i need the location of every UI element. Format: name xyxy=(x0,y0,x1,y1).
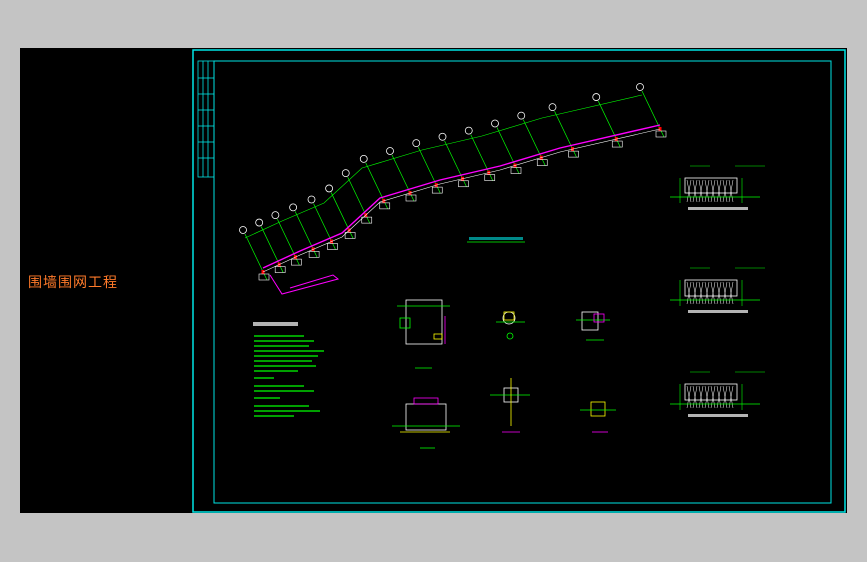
post-footing xyxy=(327,243,338,250)
grid-axis-bubble xyxy=(517,111,526,120)
post-footing xyxy=(484,174,496,181)
sheet-border-outer xyxy=(192,49,846,513)
plan-start-annotation xyxy=(269,274,340,295)
fence-plan-view xyxy=(239,83,667,281)
elevation-detail xyxy=(670,267,765,313)
post-footing xyxy=(291,258,302,266)
post-footing xyxy=(308,251,320,258)
post-footing xyxy=(568,150,579,158)
fence-elevation-details xyxy=(670,165,765,417)
grid-axis-bubble xyxy=(307,195,316,204)
post-footing xyxy=(510,167,522,174)
fence-wall-line xyxy=(262,124,661,269)
grid-axis-bubble xyxy=(271,211,280,220)
detail-column-section xyxy=(392,299,616,449)
grid-axis-bubble xyxy=(412,139,421,148)
grid-axis-bubble xyxy=(239,226,247,234)
post-footing xyxy=(655,130,667,138)
grid-axis-bubble xyxy=(386,147,394,155)
post-footing xyxy=(258,273,270,281)
fence-wall-line-inner xyxy=(262,128,661,273)
grid-axis-bubble xyxy=(548,103,557,112)
design-notes-block xyxy=(253,322,324,417)
grid-axis-bubble xyxy=(255,218,264,227)
grid-axis-bubble xyxy=(491,119,499,128)
grid-axis-bubble xyxy=(438,132,447,141)
post-footing xyxy=(361,216,373,224)
post-footing xyxy=(344,232,356,239)
project-title: 围墙围网工程 xyxy=(28,275,118,291)
grid-axis-bubble xyxy=(464,126,473,135)
binding-strip xyxy=(197,60,215,178)
grid-axis-bubble xyxy=(592,93,601,101)
grid-axis-bubble xyxy=(341,169,350,178)
post-footing xyxy=(536,159,548,166)
post-footing xyxy=(611,140,623,148)
grid-axis-bubble xyxy=(359,154,368,163)
plan-caption xyxy=(467,237,525,243)
elevation-detail xyxy=(670,165,765,210)
dimension-line xyxy=(244,94,643,239)
post-footing xyxy=(274,266,286,273)
post-footing xyxy=(405,194,417,202)
post-footing xyxy=(431,186,443,194)
post-footing xyxy=(458,180,469,188)
sheet-border-inner xyxy=(213,60,832,504)
post-footing xyxy=(379,202,391,210)
grid-axis-bubble xyxy=(289,203,298,212)
elevation-detail xyxy=(670,371,765,417)
cad-drawing-canvas[interactable]: 围墙围网工程 xyxy=(20,48,847,513)
drawing-sheet xyxy=(192,49,846,513)
grid-axis-bubble xyxy=(636,83,644,91)
grid-axis-bubble xyxy=(325,184,334,193)
